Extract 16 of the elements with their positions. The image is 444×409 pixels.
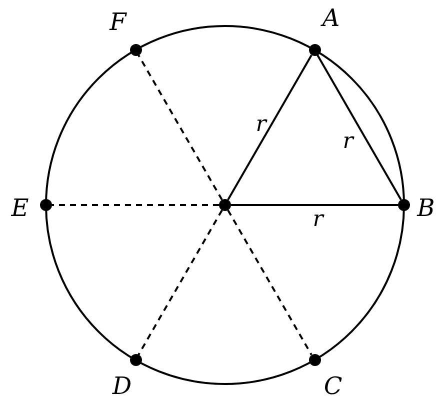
dashed-line	[227, 210, 312, 356]
point-label: E	[11, 196, 29, 220]
line-segment	[227, 54, 312, 200]
point-label: F	[110, 10, 126, 34]
dashed-line	[52, 204, 219, 206]
point-label: D	[112, 374, 132, 398]
dashed-line	[138, 210, 223, 356]
point-label: A	[322, 6, 340, 30]
line-segment	[231, 204, 398, 206]
point-label: C	[324, 374, 342, 398]
edge-label: r	[312, 209, 324, 231]
point-label: B	[417, 196, 435, 220]
edge-label: r	[256, 114, 266, 136]
dashed-line	[138, 54, 223, 200]
line-segment	[316, 54, 402, 200]
edge-label: r	[342, 131, 354, 153]
